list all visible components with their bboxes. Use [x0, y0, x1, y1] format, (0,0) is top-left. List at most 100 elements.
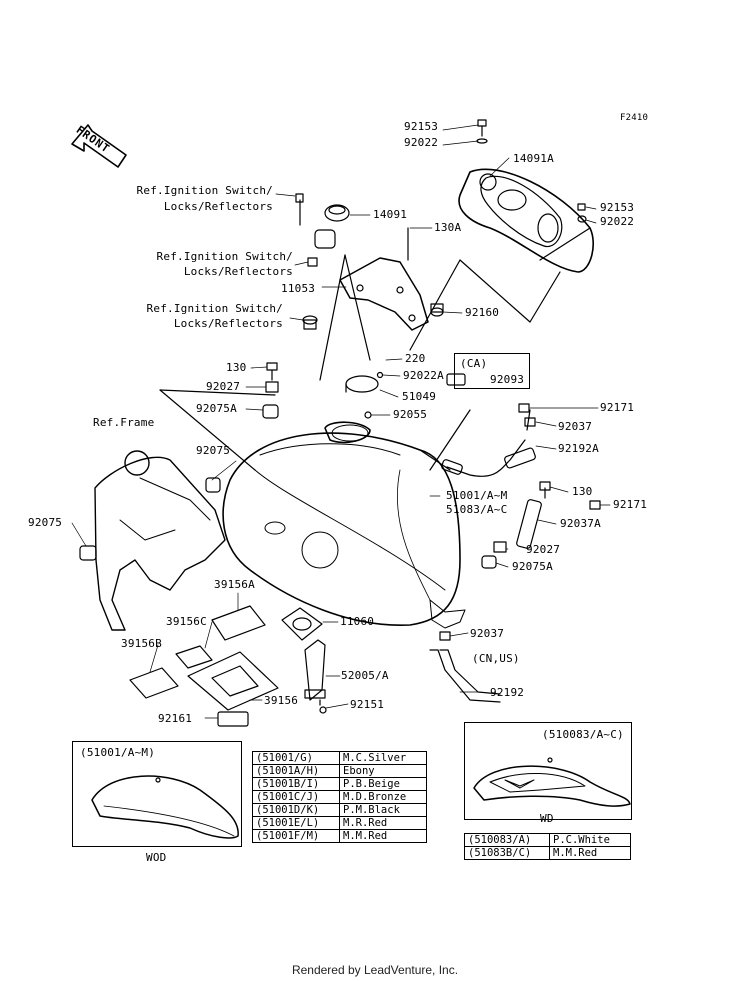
label-39156b: 39156B	[121, 637, 162, 650]
label-92022a: 92022A	[403, 369, 444, 382]
label-51001: 51001/A~M	[446, 489, 508, 502]
hose-92192a	[441, 409, 536, 477]
ref-frame[interactable]: Ref.Frame	[93, 416, 155, 429]
label-130-left: 130	[226, 361, 247, 374]
collar-92027-left	[265, 381, 279, 393]
label-92027-right: 92027	[526, 543, 561, 556]
hose-92192	[429, 649, 501, 703]
damper-92075-mid	[205, 477, 221, 493]
label-92161: 92161	[158, 712, 193, 725]
ref-ignition-1a[interactable]: Ref.Ignition Switch/	[136, 184, 273, 197]
color-table-row: (51001F/M)M.M.Red	[252, 829, 427, 843]
label-130-right: 130	[572, 485, 593, 498]
label-220: 220	[405, 352, 426, 365]
clamp-92037-top	[524, 417, 536, 427]
part-code-cell: (51001F/M)	[252, 829, 340, 843]
color-name-cell: P.C.White	[549, 833, 631, 847]
meter-cover-14091a	[458, 168, 594, 273]
bolt-130-left	[266, 362, 278, 381]
leader-lines	[71, 124, 611, 719]
wd-variant-title: (510083/A~C)	[542, 728, 624, 741]
frame-ref	[94, 450, 226, 631]
ref-ignition-2a[interactable]: Ref.Ignition Switch/	[156, 250, 293, 263]
label-92027-left: 92027	[206, 380, 241, 393]
front-arrow-icon	[71, 124, 127, 168]
fuel-tank	[222, 421, 466, 629]
part-code-cell: (51001A/H)	[252, 764, 340, 778]
pad-39156b	[129, 667, 179, 699]
label-92022-right: 92022	[600, 215, 635, 228]
label-92171-top: 92171	[600, 401, 635, 414]
pad-39156c	[175, 645, 213, 669]
part-code-cell: (51001B/I)	[252, 777, 340, 791]
label-52005: 52005/A	[341, 669, 389, 682]
label-92037-bottom: 92037	[470, 627, 505, 640]
ref-ignition-3a[interactable]: Ref.Ignition Switch/	[146, 302, 283, 315]
color-table-row: (51001E/L)M.R.Red	[252, 816, 427, 830]
clip-92055	[364, 411, 372, 419]
label-14091: 14091	[373, 208, 408, 221]
bolt-92153-top	[476, 119, 488, 144]
part-code-cell: (51001C/J)	[252, 790, 340, 804]
label-11053: 11053	[281, 282, 316, 295]
label-92192: 92192	[490, 686, 525, 699]
label-51049: 51049	[402, 390, 437, 403]
label-92153-top: 92153	[404, 120, 439, 133]
damper-92075a-right	[481, 555, 497, 569]
label-39156c: 39156C	[166, 615, 207, 628]
color-table-wd: (510083/A)P.C.White(51083B/C)M.M.Red	[464, 833, 631, 860]
color-table-row: (51001/G)M.C.Silver	[252, 751, 427, 765]
color-table-row: (510083/A)P.C.White	[464, 833, 631, 847]
figure-code: F2410	[620, 113, 649, 123]
variant-wd-tank	[473, 757, 631, 807]
color-table-row: (51001B/I)P.B.Beige	[252, 777, 427, 791]
part-code-cell: (51001E/L)	[252, 816, 340, 830]
ca-variant-box	[454, 353, 530, 389]
label-ca: (CA)	[460, 357, 488, 370]
label-92153-right: 92153	[600, 201, 635, 214]
label-cnus: (CN,US)	[472, 652, 520, 665]
ref-ignition-2b[interactable]: Locks/Reflectors	[183, 265, 293, 278]
label-14091a: 14091A	[513, 152, 554, 165]
clamp-92171-right	[589, 500, 601, 510]
collar-92027-right	[493, 541, 507, 553]
wd-variant-box	[464, 722, 632, 820]
wod-variant-box	[72, 741, 242, 847]
ignition-switch	[295, 193, 336, 267]
pad-39156a	[211, 605, 266, 641]
wod-variant-title: (51001/A~M)	[80, 746, 156, 759]
color-name-cell: M.C.Silver	[339, 751, 427, 765]
ref-ignition-3b[interactable]: Locks/Reflectors	[173, 317, 283, 330]
damper-92075-left	[79, 545, 97, 561]
color-table-row: (51083B/C)M.M.Red	[464, 846, 631, 860]
color-name-cell: Ebony	[339, 764, 427, 778]
color-table-row: (51001D/K)P.M.Black	[252, 803, 427, 817]
label-51083: 51083/A~C	[446, 503, 508, 516]
color-name-cell: M.M.Red	[339, 829, 427, 843]
plate-51049	[345, 375, 379, 393]
color-name-cell: P.M.Black	[339, 803, 427, 817]
label-92075-left: 92075	[28, 516, 63, 529]
ref-ignition-1b[interactable]: Locks/Reflectors	[163, 200, 273, 213]
label-92192a: 92192A	[558, 442, 599, 455]
color-name-cell: P.B.Beige	[339, 777, 427, 791]
color-table-row: (51001A/H)Ebony	[252, 764, 427, 778]
label-92022-top: 92022	[404, 136, 439, 149]
label-39156a: 39156A	[214, 578, 255, 591]
color-name-cell: M.R.Red	[339, 816, 427, 830]
label-92037-top: 92037	[558, 420, 593, 433]
label-92171-right: 92171	[613, 498, 648, 511]
damper-92075a-left	[262, 404, 279, 419]
breather-tube-92037a	[516, 481, 551, 549]
gasket-11060	[281, 607, 323, 641]
wd-label: WD	[540, 812, 554, 825]
color-name-cell: M.D.Bronze	[339, 790, 427, 804]
label-92075a-right: 92075A	[512, 560, 553, 573]
pad-92161	[217, 711, 249, 727]
bolt-92153-right	[577, 203, 587, 223]
part-code-cell: (51001D/K)	[252, 803, 340, 817]
part-code-cell: (51083B/C)	[464, 846, 550, 860]
color-name-cell: M.M.Red	[549, 846, 631, 860]
